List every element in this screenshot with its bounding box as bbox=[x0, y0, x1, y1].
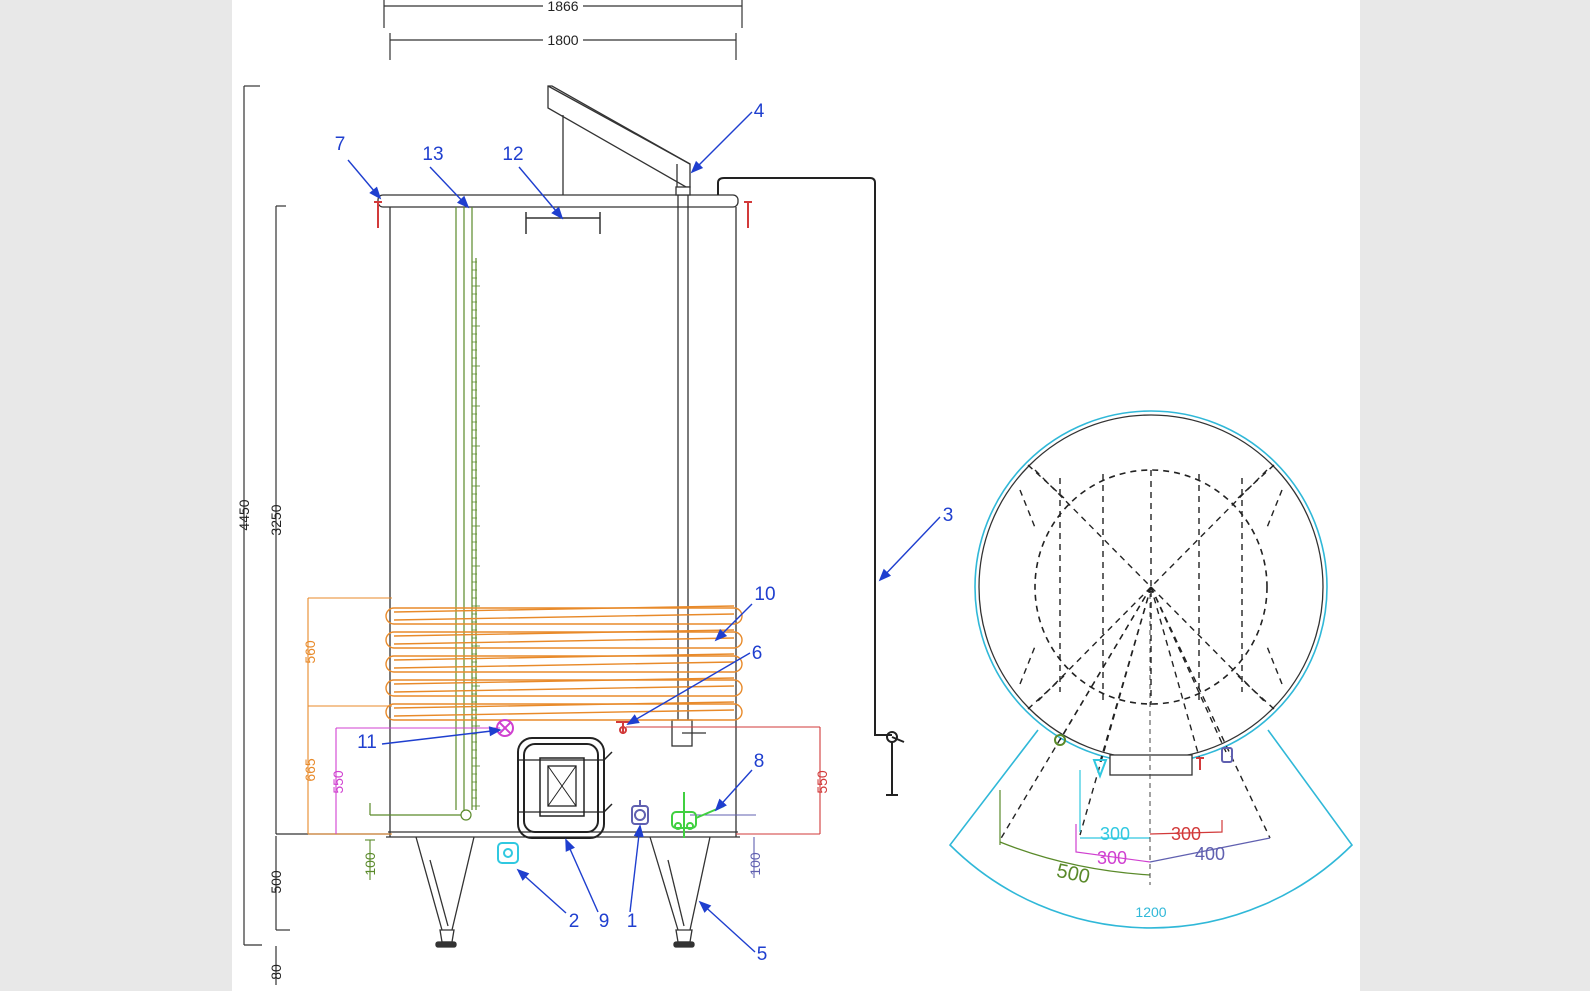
callout-13: 13 bbox=[422, 144, 443, 165]
dim-1866-label: 1866 bbox=[547, 0, 578, 14]
jacket-dimensions bbox=[307, 597, 392, 835]
red-dimension bbox=[626, 726, 821, 835]
plan-dim-cyan-1200-label: 1200 bbox=[1135, 904, 1166, 920]
plan-dim-magenta-300-label: 300 bbox=[1097, 848, 1127, 868]
side-manhole-door bbox=[517, 737, 613, 839]
callout-9: 9 bbox=[599, 911, 610, 932]
pump-over-arm bbox=[547, 85, 706, 747]
callout-4: 4 bbox=[754, 101, 765, 122]
dim-665-label: 665 bbox=[302, 758, 318, 782]
plan-dim-red-300-label: 300 bbox=[1171, 824, 1201, 844]
callout-12: 12 bbox=[502, 144, 523, 165]
callout-1: 1 bbox=[627, 911, 638, 932]
bottom-outlet-icon bbox=[497, 842, 519, 864]
top-rim-fittings bbox=[374, 201, 752, 228]
drain-valve-icon bbox=[631, 800, 649, 825]
callout-7: 7 bbox=[335, 134, 346, 155]
drawing-sheet bbox=[232, 0, 1360, 991]
callout-8: 8 bbox=[754, 751, 765, 772]
tank-legs bbox=[415, 836, 711, 948]
dim-550-red-label: 550 bbox=[814, 770, 830, 794]
plan-dim-cyan-300-label: 300 bbox=[1100, 824, 1130, 844]
callout-2: 2 bbox=[569, 911, 580, 932]
dim-100-green-label: 100 bbox=[362, 852, 378, 876]
sample-valve-icon bbox=[616, 721, 630, 734]
dim-550-magenta-label: 550 bbox=[330, 770, 346, 794]
dim-4450-label: 4450 bbox=[236, 499, 252, 530]
green-100-dimension bbox=[365, 839, 375, 880]
plan-view bbox=[948, 410, 1354, 929]
dim-1800-label: 1800 bbox=[547, 32, 578, 48]
thermometer-icon bbox=[496, 719, 514, 737]
callout-6: 6 bbox=[752, 643, 763, 664]
dim-80-label: 80 bbox=[268, 964, 284, 980]
plan-dim-purple-400-label: 400 bbox=[1195, 844, 1225, 864]
plan-dim-green-500-label: 500 bbox=[1055, 860, 1092, 888]
dim-560-label: 560 bbox=[302, 640, 318, 664]
callout-5: 5 bbox=[757, 944, 768, 965]
callout-leaders bbox=[347, 111, 941, 953]
magenta-dimension bbox=[335, 727, 500, 834]
cooling-jacket bbox=[385, 605, 743, 721]
left-dimensions bbox=[243, 85, 390, 985]
callout-10: 10 bbox=[754, 584, 775, 605]
dim-3250-label: 3250 bbox=[268, 504, 284, 535]
level-gauge-ticks bbox=[472, 261, 480, 807]
dim-500-label: 500 bbox=[268, 870, 284, 894]
dim-100-purple-label: 100 bbox=[747, 852, 763, 876]
top-manhole-icon bbox=[525, 212, 601, 234]
callout-3: 3 bbox=[943, 505, 954, 526]
external-pipe bbox=[717, 177, 905, 796]
callout-11: 11 bbox=[357, 732, 377, 753]
